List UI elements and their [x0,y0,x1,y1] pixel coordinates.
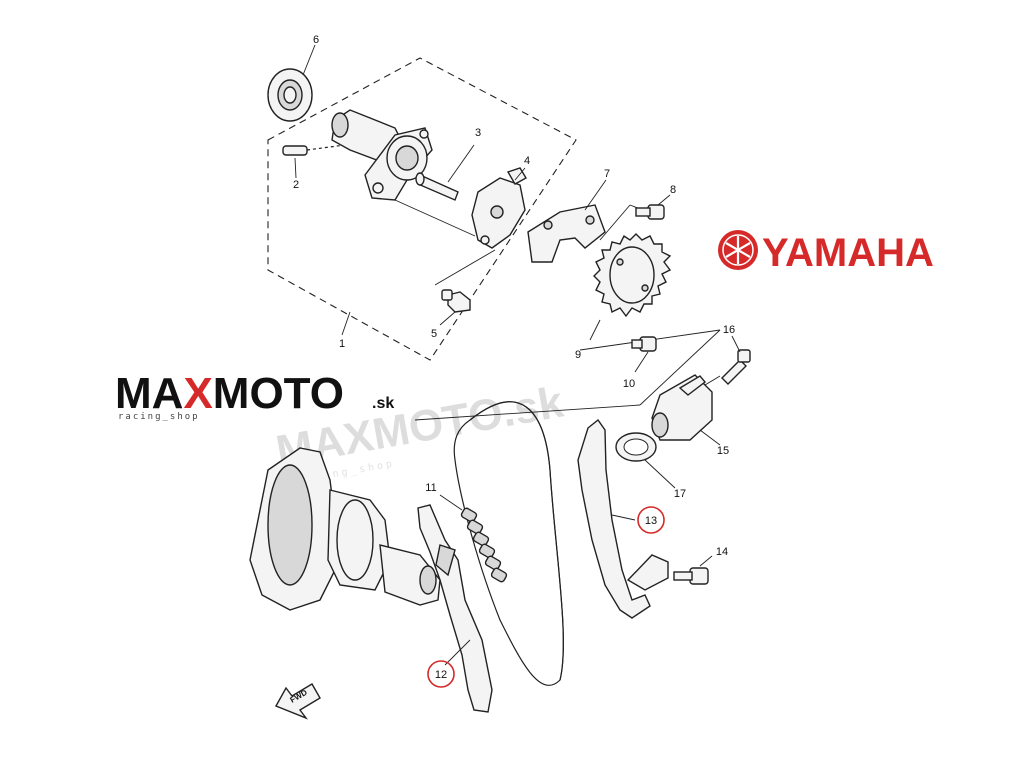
yamaha-wordmark: YAMAHA [762,231,934,275]
chain-guide-part-13 [577,418,651,619]
chain-coil-part-11 [460,507,508,583]
bolt-part-16 [721,349,751,385]
callout-17: 17 [674,488,686,500]
callout-14: 14 [716,546,728,558]
bolt-part-5 [441,289,471,313]
callout-11: 11 [425,482,436,494]
bolt-part-10 [631,336,657,352]
chain-guide-part-12 [417,504,493,713]
maxmoto-tagline: racing_shop [118,412,200,422]
callout-15: 15 [717,445,729,457]
highlight-circle-13 [637,506,665,534]
highlight-circle-12 [427,660,455,688]
callout-6: 6 [313,34,319,46]
callout-16: 16 [723,324,735,336]
crankshaft [249,447,441,611]
callout-1: 1 [339,338,345,350]
forward-direction-indicator: FWD [275,683,321,720]
callout-13: 13 [645,515,657,527]
bearing-part-6 [267,68,313,122]
callout-12: 12 [435,669,447,681]
callout-2: 2 [293,179,299,191]
shaft-part-3 [415,172,459,201]
bolt-part-14 [626,554,709,591]
callout-9: 9 [575,349,581,361]
callout-8: 8 [670,184,676,196]
maxmoto-logo: MAXMOTO .sk racing_shop [115,369,394,422]
decompressor-part-4 [471,167,527,249]
sprocket-part-9 [593,233,672,318]
maxmoto-suffix: .sk [372,395,394,412]
callout-10: 10 [623,378,635,390]
callout-7: 7 [604,168,610,180]
camshaft-assembly-boundary [267,57,577,361]
bolt-part-8 [635,204,665,220]
callout-4: 4 [524,155,530,167]
callout-3: 3 [475,127,481,139]
camshaft [331,109,433,201]
callout-5: 5 [431,328,437,340]
gasket-part-17 [615,432,657,462]
tensioner-part-15 [651,374,713,441]
pin-part-2 [282,144,346,156]
yamaha-logo: YAMAHA [718,230,934,275]
maxmoto-wordmark: MAXMOTO [115,369,344,418]
bracket-part-7 [527,204,606,263]
